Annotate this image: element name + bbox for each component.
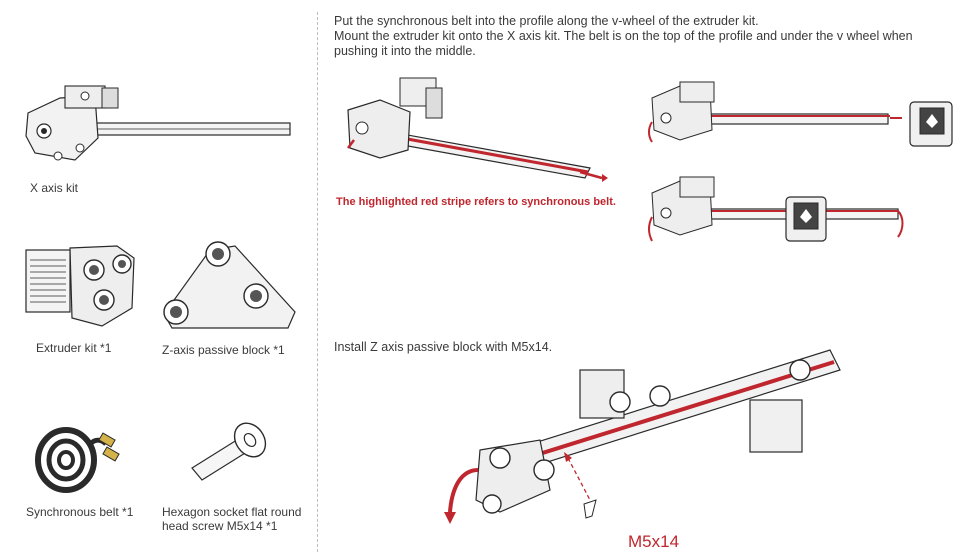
screw-callout: M5x14: [628, 532, 680, 551]
extruder-kit-illustration: [25, 245, 135, 327]
belt-instruction-line3: pushing it into the middle.: [334, 44, 476, 58]
belt-instruction-line2: Mount the extruder kit onto the X axis k…: [334, 29, 913, 43]
red-stripe-note: The highlighted red stripe refers to syn…: [336, 196, 616, 208]
extruder-kit-label: Extruder kit *1: [36, 341, 112, 355]
install-z-instruction: Install Z axis passive block with M5x14.: [334, 340, 553, 354]
x-axis-kit-illustration: [25, 85, 291, 161]
extruder-mount-top-illustration: [648, 81, 953, 147]
x-axis-kit-label: X axis kit: [30, 181, 79, 195]
z-passive-block-illustration: [163, 241, 296, 329]
z-block-install-illustration: [444, 349, 841, 524]
screw-illustration: [191, 422, 267, 481]
belt-profile-illustration: [347, 77, 608, 182]
section-divider: [317, 12, 318, 552]
extruder-mount-middle-illustration: [648, 176, 904, 242]
belt-instruction-line1: Put the synchronous belt into the profil…: [334, 14, 759, 28]
z-passive-block-label: Z-axis passive block *1: [162, 343, 285, 357]
screw-label-line1: Hexagon socket flat round: [162, 505, 302, 519]
sync-belt-illustration: [35, 427, 120, 493]
screw-label-line2: head screw M5x14 *1: [162, 519, 278, 533]
sync-belt-label: Synchronous belt *1: [26, 505, 134, 519]
